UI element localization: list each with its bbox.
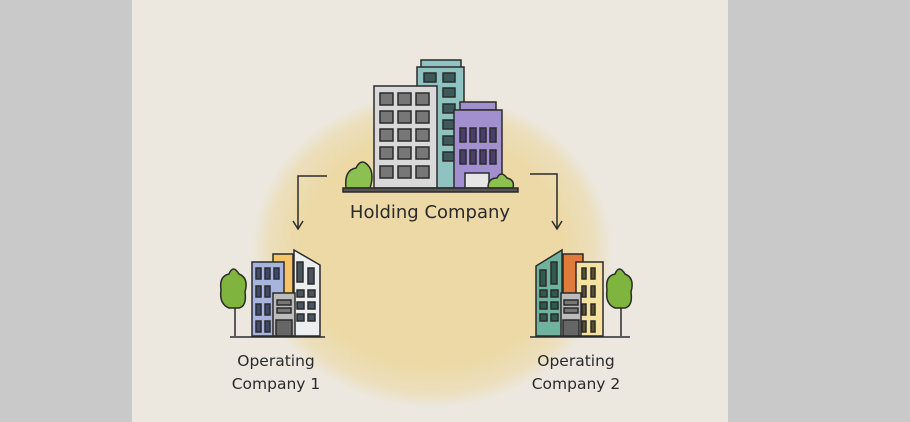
holding-company-building-icon xyxy=(342,59,519,193)
operating-company-2-label: Operating Company 2 xyxy=(496,350,656,396)
operating-company-2-building-icon xyxy=(530,248,633,338)
operating-company-2-line2: Company 2 xyxy=(531,375,621,393)
operating-company-1-label: Operating Company 1 xyxy=(196,350,356,396)
holding-company-label: Holding Company xyxy=(349,202,511,223)
operating-company-1-building-icon xyxy=(219,248,325,338)
diagram-panel: Holding Company Operating Company 1 Oper… xyxy=(132,0,728,422)
arrow-to-operating-company-1 xyxy=(292,175,327,231)
operating-company-2-line1: Operating xyxy=(537,352,615,370)
operating-company-1-line1: Operating xyxy=(237,352,315,370)
operating-company-1-line2: Company 1 xyxy=(231,375,321,393)
diagram-art xyxy=(219,59,633,338)
arrow-to-operating-company-2 xyxy=(530,173,563,231)
